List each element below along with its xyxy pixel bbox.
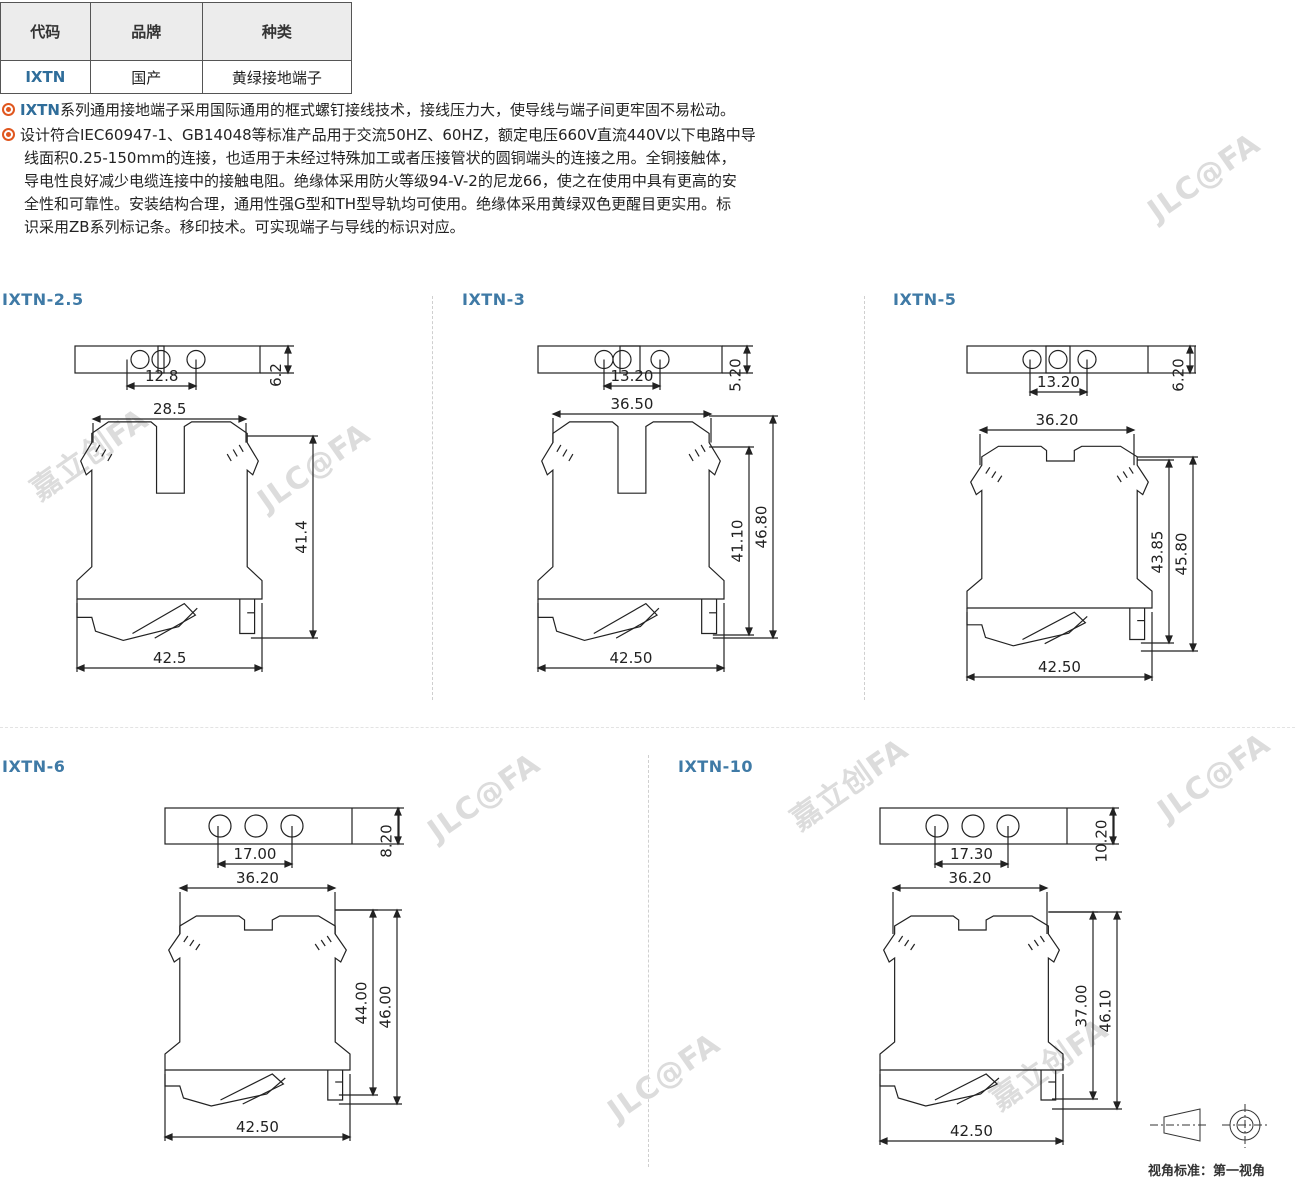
model-title: IXTN-10 xyxy=(678,757,753,776)
model-drawing xyxy=(163,806,404,1141)
dim-top-width: 36.20 xyxy=(236,869,279,887)
dim-base-width: 42.50 xyxy=(236,1118,279,1136)
model-title: IXTN-3 xyxy=(462,290,526,309)
dim-top-height: 6.20 xyxy=(1169,357,1188,392)
dim-hole-spacing: 17.30 xyxy=(950,845,993,863)
dim-body-height: 37.00 xyxy=(1071,984,1090,1027)
dim-base-width: 42.5 xyxy=(153,649,187,667)
dim-hole-spacing: 13.20 xyxy=(1037,373,1080,391)
dim-base-width: 42.50 xyxy=(950,1122,993,1140)
dim-top-width: 36.50 xyxy=(610,395,654,413)
dim-base-width: 42.50 xyxy=(1038,658,1081,676)
bullet-icon xyxy=(2,128,15,141)
desc-line-2: 线面积0.25-150mm的连接，也适用于未经过特殊加工或者压接管状的圆铜端头的… xyxy=(24,149,736,167)
desc-code: IXTN xyxy=(20,101,60,119)
cell-code: IXTN xyxy=(0,60,91,94)
header-brand: 品牌 xyxy=(89,2,203,61)
model-drawing xyxy=(536,344,778,672)
view-standard-label: 视角标准：第一视角 xyxy=(1148,1164,1266,1179)
model-drawing xyxy=(878,806,1122,1145)
dim-body-height: 41.10 xyxy=(727,519,746,563)
spec-table: 代码 品牌 种类 IXTN 国产 黄绿接地端子 xyxy=(0,2,353,94)
dim-top-width: 36.20 xyxy=(1035,411,1079,429)
dim-total-height: 46.10 xyxy=(1095,989,1114,1032)
desc-text-1: 系列通用接地端子采用国际通用的框式螺钉接线技术，接线压力大，使导线与端子间更牢固… xyxy=(59,101,735,119)
dim-total-height: 45.80 xyxy=(1171,532,1190,576)
model-drawing xyxy=(965,344,1198,681)
dim-total-height: 46.00 xyxy=(375,985,394,1029)
dim-top-height: 8.20 xyxy=(377,824,396,858)
model-drawing xyxy=(74,344,318,672)
description-p1: IXTN系列通用接地端子采用国际通用的框式螺钉接线技术，接线压力大，使导线与端子… xyxy=(2,99,872,122)
description-p2: 设计符合IEC60947-1、GB14048等标准产品用于交流50HZ、60HZ… xyxy=(2,124,872,239)
dim-top-height: 10.20 xyxy=(1091,819,1110,863)
divider xyxy=(864,296,865,700)
desc-line-5: 识采用ZB系列标记条。移印技术。可实现端子与导线的标识对应。 xyxy=(24,218,465,236)
dim-body-height: 41.4 xyxy=(292,520,311,554)
bullet-icon xyxy=(2,103,15,116)
model-title: IXTN-6 xyxy=(2,757,66,776)
dim-top-height: 6.2 xyxy=(266,362,285,387)
cell-type: 黄绿接地端子 xyxy=(201,60,353,94)
desc-line-4: 全性和可靠性。安装结构合理，通用性强G型和TH型导轨均可使用。绝缘体采用黄绿双色… xyxy=(24,195,732,213)
desc-line-1: 设计符合IEC60947-1、GB14048等标准产品用于交流50HZ、60HZ… xyxy=(20,126,756,144)
header-code: 代码 xyxy=(0,2,91,61)
dim-top-height: 5.20 xyxy=(726,357,745,392)
dim-total-height: 46.80 xyxy=(751,505,770,549)
dim-top-width: 36.20 xyxy=(948,869,992,887)
table-row: IXTN 国产 黄绿接地端子 xyxy=(0,60,353,94)
cell-brand: 国产 xyxy=(89,60,203,94)
first-angle-projection-icon xyxy=(1150,1104,1268,1148)
dim-hole-spacing: 13.20 xyxy=(610,367,654,385)
dim-hole-spacing: 17.00 xyxy=(233,845,277,863)
model-title: IXTN-5 xyxy=(893,290,957,309)
dim-hole-spacing: 12.8 xyxy=(145,367,179,385)
dim-body-height: 43.85 xyxy=(1147,530,1166,573)
desc-line-3: 导电性良好减少电缆连接中的接触电阻。绝缘体采用防火等级94-V-2的尼龙66，使… xyxy=(24,172,737,190)
dim-top-width: 28.5 xyxy=(153,400,187,418)
model-title: IXTN-2.5 xyxy=(2,290,84,309)
divider xyxy=(0,727,1295,728)
divider xyxy=(648,755,649,1167)
dim-base-width: 42.50 xyxy=(609,649,653,667)
dim-body-height: 44.00 xyxy=(351,981,370,1024)
divider xyxy=(432,296,433,700)
